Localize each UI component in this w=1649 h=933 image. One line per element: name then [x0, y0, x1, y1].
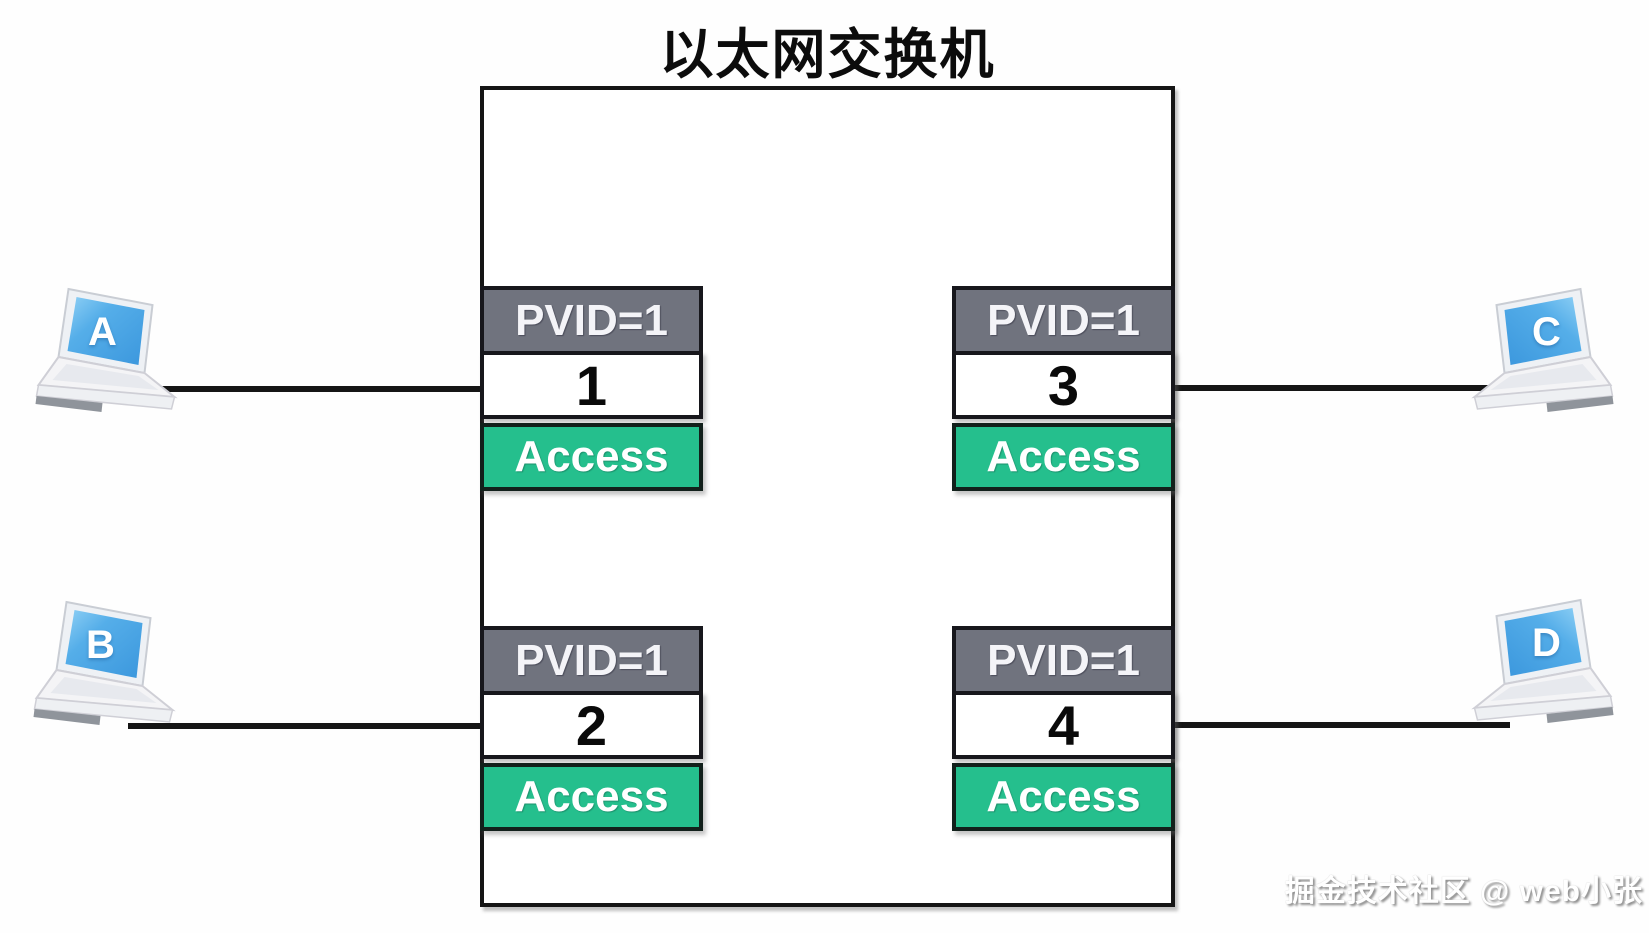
host-c: C — [1452, 285, 1627, 430]
port-2-number: 2 — [480, 691, 703, 759]
host-c-label: C — [1532, 309, 1561, 354]
port-2-pvid-label: PVID=1 — [480, 626, 703, 695]
port-1-pvid-label: PVID=1 — [480, 286, 703, 355]
laptop-icon — [33, 600, 176, 725]
cable-host-d-port-4 — [1175, 722, 1510, 728]
port-2-mode-badge: Access — [480, 763, 703, 831]
port-4-mode-badge: Access — [952, 763, 1175, 831]
port-4: PVID=1 4 Access — [952, 626, 1175, 831]
laptop-icon — [35, 287, 178, 412]
host-b-label: B — [86, 622, 115, 667]
diagram-title: 以太网交换机 — [659, 25, 996, 85]
host-b: B — [20, 598, 195, 743]
port-1-mode-badge: Access — [480, 423, 703, 491]
port-3-mode-badge: Access — [952, 423, 1175, 491]
cable-host-b-port-2 — [128, 723, 480, 729]
laptop-icon — [1471, 287, 1614, 412]
port-1-number: 1 — [480, 351, 703, 419]
port-2: PVID=1 2 Access — [480, 626, 703, 831]
host-a-label: A — [88, 309, 117, 354]
port-3-number: 3 — [952, 351, 1175, 419]
laptop-icon — [1471, 598, 1614, 723]
port-3-pvid-label: PVID=1 — [952, 286, 1175, 355]
port-3: PVID=1 3 Access — [952, 286, 1175, 491]
port-4-pvid-label: PVID=1 — [952, 626, 1175, 695]
cable-host-c-port-3 — [1175, 385, 1507, 391]
host-a: A — [22, 285, 197, 430]
watermark: 掘金技术社区 @ web小张 — [1284, 875, 1643, 908]
host-d-label: D — [1532, 620, 1561, 665]
cable-host-a-port-1 — [132, 386, 480, 392]
port-1: PVID=1 1 Access — [480, 286, 703, 491]
host-d: D — [1452, 596, 1627, 741]
port-4-number: 4 — [952, 691, 1175, 759]
